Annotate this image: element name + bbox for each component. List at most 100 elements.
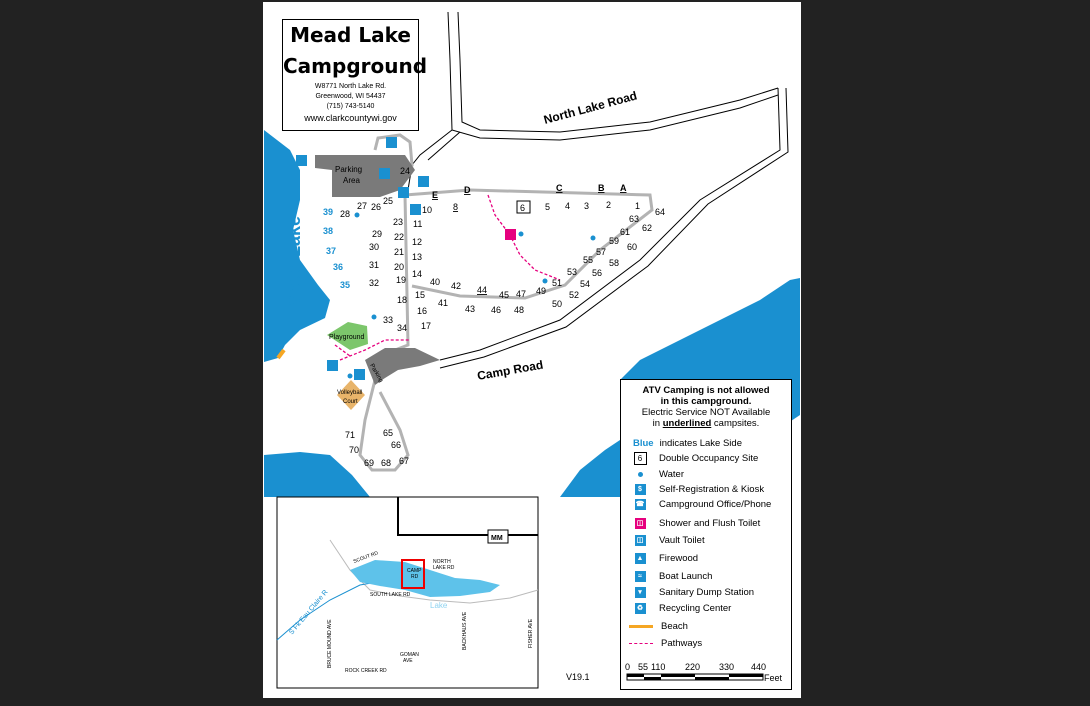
site-number: 48 <box>514 305 524 315</box>
site-number: 61 <box>620 227 630 237</box>
scale-tick-label: 440 <box>751 662 766 672</box>
parking-area <box>315 155 415 197</box>
inset-map: MM SCOUT RD NORTH LAKE RD CAMP RD SOUTH … <box>276 496 590 689</box>
mm-label: MM <box>491 535 503 542</box>
lakeside-site-number: 38 <box>323 226 333 236</box>
phone: (715) 743-5140 <box>326 103 375 110</box>
legend-dump: ▾Sanitary Dump Station <box>633 585 754 599</box>
scale-tick-label: 110 <box>651 662 665 672</box>
loop-letter: E <box>432 190 438 200</box>
site-number: 16 <box>417 306 427 316</box>
amenity-icons <box>296 137 596 380</box>
lakeside-site-number: 39 <box>323 207 333 217</box>
scale-tick-label: 0 <box>625 662 630 672</box>
site-number: 3 <box>584 201 589 211</box>
backhaus-label: BACKHAUS AVE <box>462 611 468 650</box>
loop-letter: C <box>556 183 563 193</box>
site-number: 58 <box>609 258 619 268</box>
site-number: 12 <box>412 237 422 247</box>
double-site-number: 6 <box>520 203 525 213</box>
boat-launch-icon <box>296 155 307 166</box>
note-suffix: campsites. <box>711 418 760 429</box>
site-number: 32 <box>369 278 379 288</box>
lakeside-site-number: 37 <box>326 246 336 256</box>
site-number: 63 <box>629 214 639 224</box>
north-lake-rd-label-2: LAKE RD <box>433 565 455 571</box>
fisher-label: FISHER AVE <box>528 618 534 648</box>
legend-vault: ◫Vault Toilet <box>633 533 705 547</box>
pathways <box>334 194 561 361</box>
north-lake-rd-label: NORTH <box>433 559 451 565</box>
title-line-1: Mead Lake <box>290 23 411 47</box>
site-number: 50 <box>552 299 562 309</box>
shower-desc: Shower and Flush Toilet <box>659 517 761 529</box>
parking-label: Parking <box>335 165 362 174</box>
legend-firewood: ▲Firewood <box>633 551 698 565</box>
mm-shield <box>487 529 509 544</box>
site-number: 64 <box>655 207 665 217</box>
volleyball-label: Volleyball <box>337 390 362 396</box>
site-number: 40 <box>430 277 440 287</box>
recycling-desc: Recycling Center <box>659 602 732 614</box>
pathway-line-icon <box>629 642 653 644</box>
note-underlined: underlined <box>662 418 712 429</box>
website: www.clarkcountywi.gov <box>304 113 397 123</box>
underlined-site-numbers: 844 <box>453 202 487 295</box>
pathways-desc: Pathways <box>661 637 703 649</box>
site-number: 68 <box>381 458 391 468</box>
shower-legend-icon: ◫ <box>634 517 646 529</box>
camp-road-label: Camp Road <box>476 358 544 383</box>
site-number: 71 <box>345 430 355 440</box>
office-desc: Campground Office/Phone <box>659 498 772 510</box>
legend: ATV Camping is not allowed in this campg… <box>620 379 792 690</box>
boat-launch-icon-2 <box>327 360 338 371</box>
water-icon <box>354 212 360 218</box>
legend-heading-1: ATV Camping is not allowed <box>642 385 770 396</box>
site-number: 55 <box>583 255 593 265</box>
legend-note-2: in underlined campsites. <box>621 418 791 429</box>
scale-tick-label: 220 <box>685 662 700 672</box>
site-number: 30 <box>369 242 379 252</box>
water-icon <box>542 278 548 284</box>
water-dot-icon <box>637 471 643 477</box>
title-line-2: Campground <box>283 54 428 78</box>
site-number: 23 <box>393 217 403 227</box>
parking-loop <box>365 348 440 385</box>
site-number: 29 <box>372 229 382 239</box>
site-number: 52 <box>569 290 579 300</box>
address: W8771 North Lake Rd. <box>314 83 387 90</box>
site-number: 24 <box>400 166 410 176</box>
site-number: 13 <box>412 252 422 262</box>
legend-water: Water <box>633 467 684 481</box>
vault-desc: Vault Toilet <box>659 534 705 546</box>
site-number: 5 <box>545 202 550 212</box>
beach <box>276 348 286 360</box>
water-icon <box>518 231 524 237</box>
site-number: 70 <box>349 445 359 455</box>
playground <box>327 322 368 350</box>
inset-lake-label: Lake <box>430 601 448 610</box>
site-number: 34 <box>397 323 407 333</box>
goman-label: GOMAN <box>400 652 419 658</box>
site-number: 59 <box>609 236 619 246</box>
site-number: 17 <box>421 321 431 331</box>
version-label: V19.1 <box>566 672 590 682</box>
legend-pathways: Pathways <box>629 636 702 650</box>
site-number: 45 <box>499 290 509 300</box>
site-number: 1 <box>635 201 640 211</box>
site-number: 18 <box>397 295 407 305</box>
beach-line-icon <box>629 624 653 628</box>
site-number: 41 <box>438 298 448 308</box>
volleyball-court <box>337 380 365 410</box>
kiosk-desc: Self-Registration & Kiosk <box>659 483 765 495</box>
loop-letter: A <box>620 183 627 193</box>
water-icon <box>590 235 596 241</box>
rock-creek-label: ROCK CREEK RD <box>345 668 387 674</box>
scale-tick-label: 330 <box>719 662 734 672</box>
site-number: 14 <box>412 269 422 279</box>
site-number: 22 <box>394 232 404 242</box>
